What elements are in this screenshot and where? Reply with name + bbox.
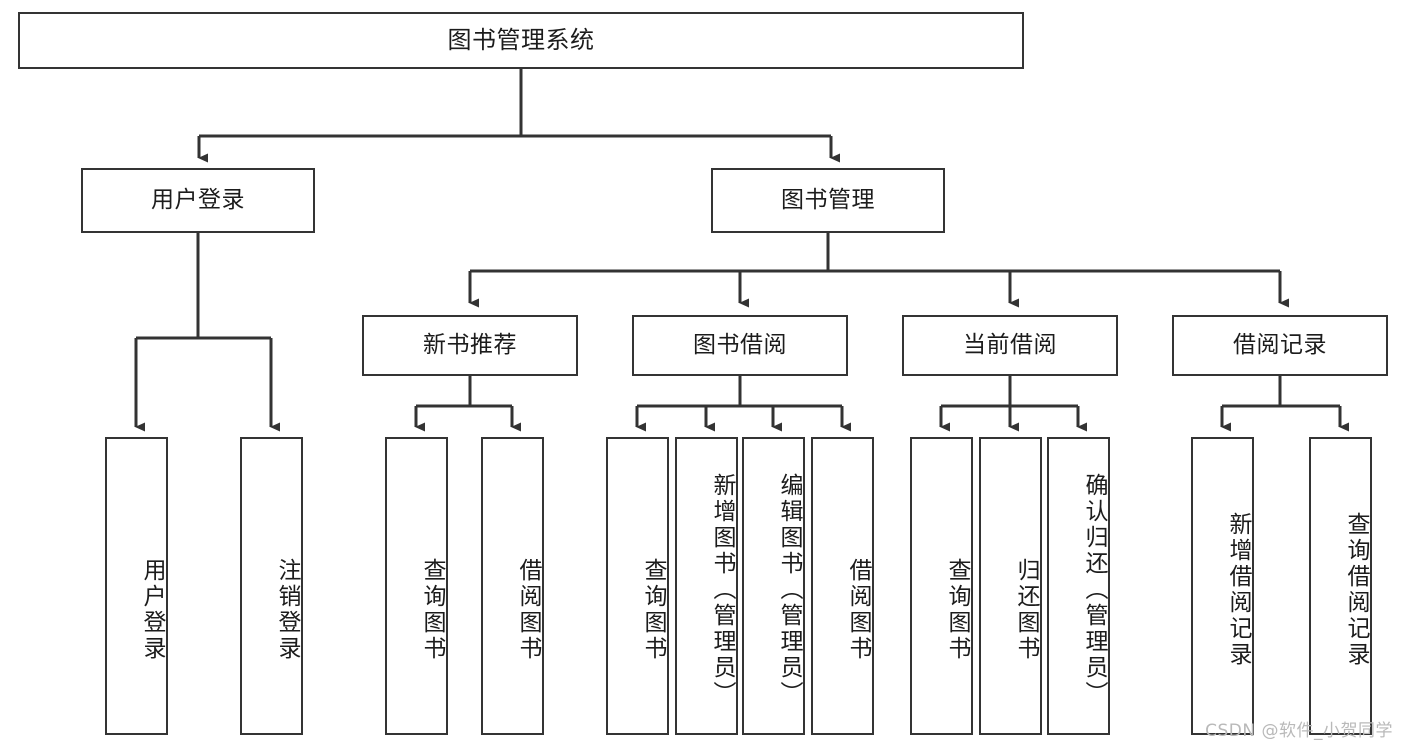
node-current-borrow-label: 当前借阅: [963, 331, 1057, 358]
leaf-borrow-book-recommend-label: 借阅图书: [515, 558, 541, 662]
leaf-borrow-book-recommend[interactable]: 借阅图书: [481, 437, 544, 735]
leaf-query-book-current[interactable]: 查询图书: [910, 437, 973, 735]
leaf-edit-book-admin[interactable]: 编辑图书（管理员）: [742, 437, 805, 735]
leaf-add-book-admin-label: 新增图书（管理员）: [709, 473, 735, 707]
node-root-label: 图书管理系统: [447, 26, 595, 55]
leaf-query-book-current-label: 查询图书: [944, 558, 970, 662]
leaf-borrow-book-label: 借阅图书: [845, 558, 871, 662]
node-book-borrow[interactable]: 图书借阅: [632, 315, 848, 376]
node-current-borrow[interactable]: 当前借阅: [902, 315, 1118, 376]
leaf-add-borrow-record-label: 新增借阅记录: [1225, 512, 1251, 668]
leaf-query-book-borrow[interactable]: 查询图书: [606, 437, 669, 735]
leaf-user-login-label: 用户登录: [139, 558, 165, 662]
leaf-query-book-recommend[interactable]: 查询图书: [385, 437, 448, 735]
watermark-text: CSDN @软件_小贺同学: [1205, 721, 1393, 741]
leaf-query-borrow-record-label: 查询借阅记录: [1343, 512, 1369, 668]
leaf-user-login[interactable]: 用户登录: [105, 437, 168, 735]
leaf-edit-book-admin-label: 编辑图书（管理员）: [776, 473, 802, 707]
node-root[interactable]: 图书管理系统: [18, 12, 1024, 69]
node-book-borrow-label: 图书借阅: [693, 331, 787, 358]
node-borrow-records[interactable]: 借阅记录: [1172, 315, 1388, 376]
leaf-borrow-book[interactable]: 借阅图书: [811, 437, 874, 735]
leaf-logout[interactable]: 注销登录: [240, 437, 303, 735]
leaf-return-book-label: 归还图书: [1013, 558, 1039, 662]
leaf-query-borrow-record[interactable]: 查询借阅记录: [1309, 437, 1372, 735]
node-new-book-recommend-label: 新书推荐: [423, 331, 517, 358]
leaf-confirm-return-admin-label: 确认归还（管理员）: [1081, 473, 1107, 707]
leaf-logout-label: 注销登录: [274, 558, 300, 662]
node-borrow-records-label: 借阅记录: [1233, 331, 1327, 358]
node-user-login-label: 用户登录: [151, 186, 245, 213]
leaf-add-borrow-record[interactable]: 新增借阅记录: [1191, 437, 1254, 735]
leaf-query-book-recommend-label: 查询图书: [419, 558, 445, 662]
leaf-add-book-admin[interactable]: 新增图书（管理员）: [675, 437, 738, 735]
node-new-book-recommend[interactable]: 新书推荐: [362, 315, 578, 376]
leaf-return-book[interactable]: 归还图书: [979, 437, 1042, 735]
leaf-confirm-return-admin[interactable]: 确认归还（管理员）: [1047, 437, 1110, 735]
leaf-query-book-borrow-label: 查询图书: [640, 558, 666, 662]
node-user-login[interactable]: 用户登录: [81, 168, 315, 233]
node-book-management-label: 图书管理: [781, 186, 875, 213]
node-book-management[interactable]: 图书管理: [711, 168, 945, 233]
